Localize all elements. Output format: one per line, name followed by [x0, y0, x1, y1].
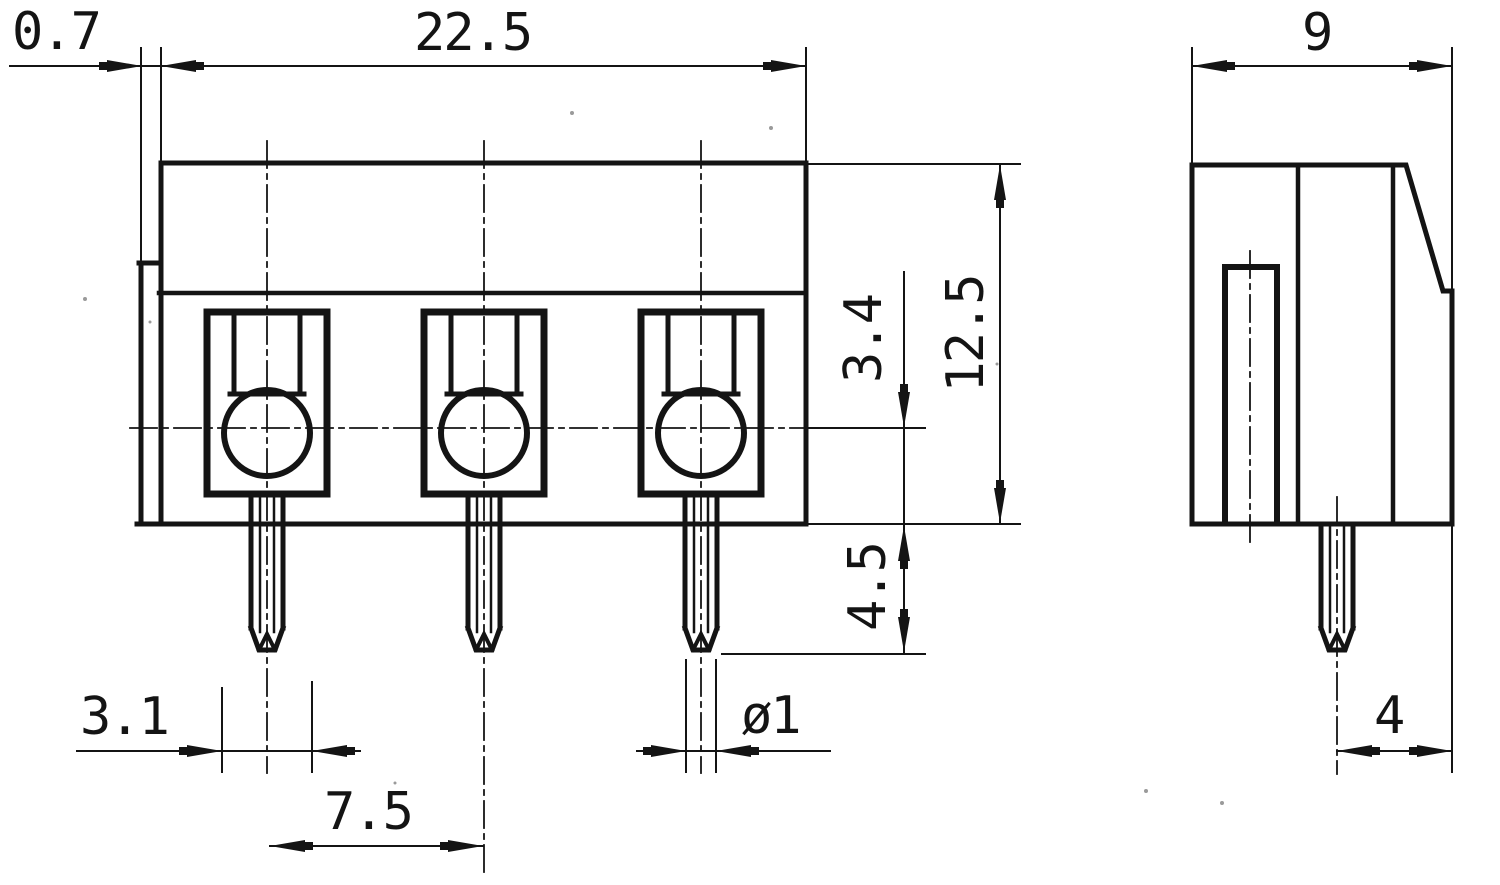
front-centerlines	[129, 140, 926, 873]
dim-label-pin-pitch: 7.5	[324, 782, 414, 842]
dim-label-step: 0.7	[12, 2, 102, 62]
front-left-step	[134, 260, 164, 527]
dim-label-overall-height: 12.5	[936, 275, 996, 393]
solder-pin-1	[247, 491, 287, 653]
side-view	[1189, 162, 1455, 775]
dim-label-pin-to-back: 4	[1374, 686, 1405, 746]
dim-label-screw-hole-dia: 3.1	[80, 687, 170, 747]
solder-pin-2	[464, 491, 504, 653]
dim-label-overall-width: 22.5	[414, 3, 533, 63]
dim-label-pin-dia: ø1	[741, 686, 802, 746]
dimension-arrowheads	[99, 60, 1452, 852]
front-view	[129, 140, 926, 873]
side-centerlines	[1249, 250, 1338, 775]
side-body-outline	[1189, 162, 1455, 527]
dim-label-depth: 9	[1302, 3, 1333, 63]
dim-label-pin-length: 4.5	[838, 543, 898, 631]
side-wire-slot	[1222, 264, 1280, 524]
dim-label-screw-axis-to-bottom: 3.4	[834, 295, 894, 383]
paper-specks	[83, 111, 1224, 805]
